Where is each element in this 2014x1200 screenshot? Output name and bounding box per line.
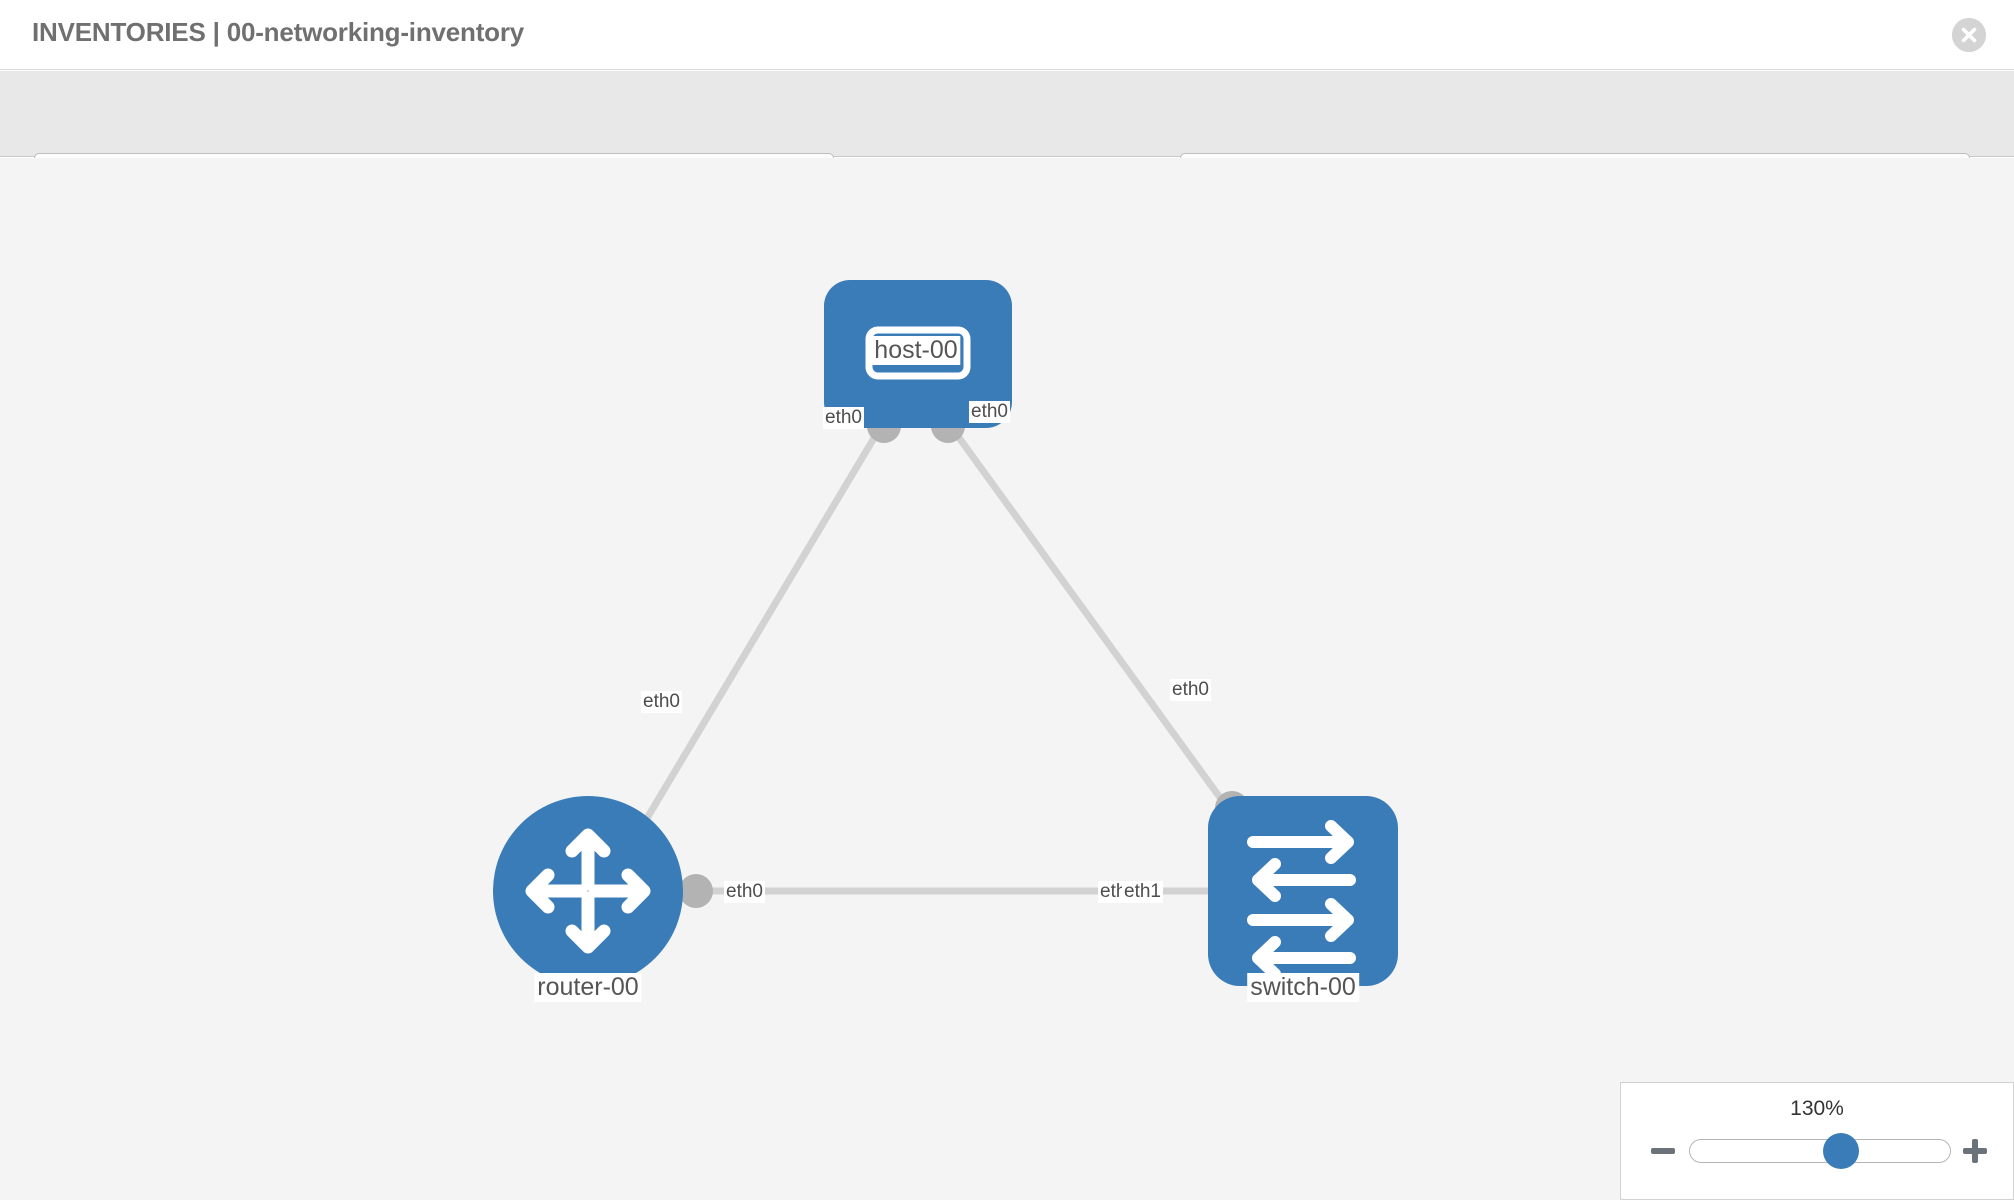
node-label-switch-00: switch-00 — [1247, 973, 1359, 1002]
node-router-00[interactable] — [493, 796, 683, 986]
nub-router-right[interactable] — [679, 874, 713, 908]
iface-label-router-up: eth0 — [641, 691, 682, 713]
switch-arrows-icon — [1247, 820, 1356, 980]
zoom-slider-thumb[interactable] — [1822, 1133, 1859, 1169]
plus-icon — [1963, 1139, 1987, 1163]
zoom-slider-track[interactable] — [1689, 1133, 1951, 1169]
router-arrows-icon — [525, 828, 651, 954]
close-button[interactable] — [1952, 18, 1986, 52]
zoom-out-button[interactable] — [1647, 1135, 1679, 1172]
page-title: INVENTORIES | 00-networking-inventory — [32, 17, 525, 47]
toolbar: ACTIONS SEARCH — [0, 71, 2014, 203]
iface-label-switch-up: eth0 — [1170, 679, 1211, 701]
connector-nubs-layer — [679, 409, 1249, 908]
edge-host-router[interactable] — [624, 426, 884, 852]
page-header: INVENTORIES | 00-networking-inventory — [0, 0, 2014, 70]
iface-label-host-left: eth0 — [823, 407, 864, 429]
edges-layer — [624, 425, 1261, 895]
zoom-in-button[interactable] — [1959, 1135, 1991, 1172]
edge-host-switch[interactable] — [949, 425, 1261, 853]
zoom-control-panel: 130% — [1620, 1082, 2014, 1200]
minus-icon — [1651, 1148, 1675, 1154]
topology-canvas[interactable]: host-00 router-00 switch-00 eth0 eth0 et… — [0, 158, 2014, 1200]
node-label-router-00: router-00 — [534, 973, 642, 1002]
iface-label-router-right: eth0 — [724, 881, 765, 903]
topology-graph — [493, 280, 1398, 986]
close-icon — [1952, 18, 1986, 52]
iface-label-switch-left-eth1: eth1 — [1122, 881, 1163, 903]
node-label-host-00: host-00 — [871, 336, 961, 365]
zoom-level-value: 130% — [1790, 1097, 1844, 1120]
iface-label-host-right: eth0 — [969, 401, 1010, 423]
node-switch-00[interactable] — [1208, 796, 1398, 986]
